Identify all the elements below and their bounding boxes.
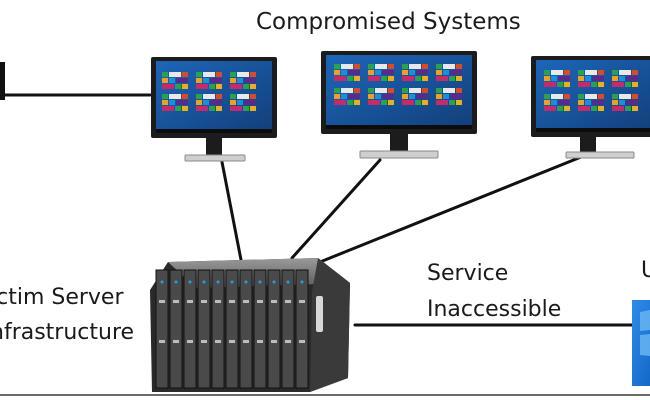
monitor-right: [531, 56, 650, 159]
bottom-divider: [0, 394, 650, 396]
monitor-center: [321, 51, 477, 159]
server-label-line-2: nfrastructure: [0, 320, 135, 345]
monitor-left: [151, 57, 277, 162]
user-screen: [632, 300, 650, 386]
offscreen-device: [0, 62, 5, 100]
server-label-line-1: ictim Server: [0, 285, 124, 310]
blade-server: [150, 258, 350, 392]
service-label-line-1: Service: [427, 261, 509, 286]
connection-lines: [0, 93, 637, 327]
compromised-systems-label: Compromised Systems: [256, 9, 521, 35]
connection-right-monitor-to-server: [318, 153, 588, 264]
connection-left-monitor-to-server: [220, 160, 244, 267]
connection-center-monitor-to-server: [290, 158, 382, 260]
user-label-partial: U: [641, 258, 650, 283]
service-label-line-2: Inaccessible: [427, 297, 562, 322]
